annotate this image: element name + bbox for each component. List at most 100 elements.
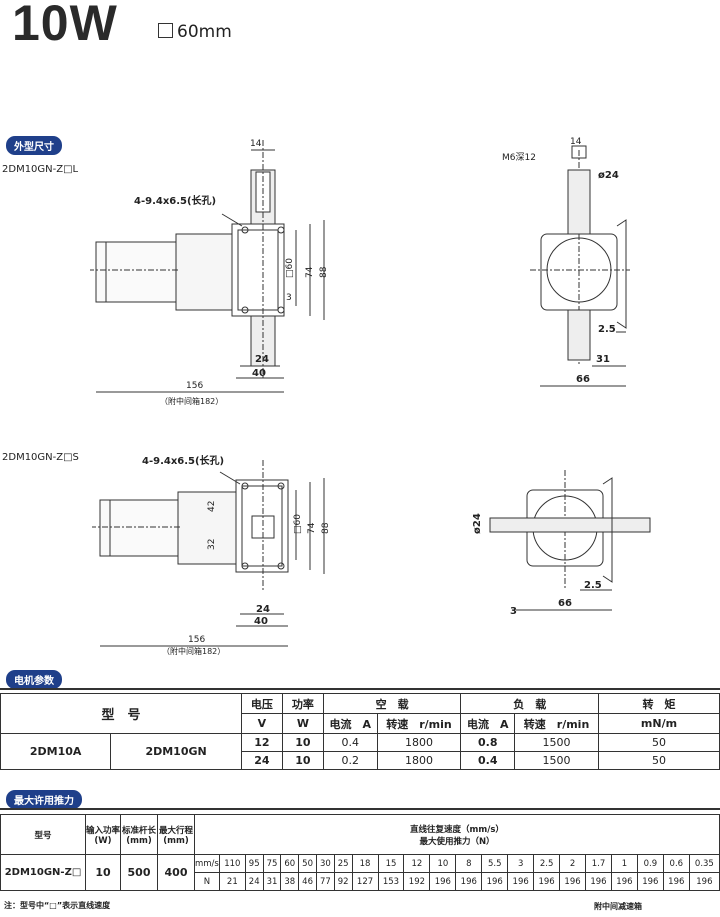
cell-n0: 1800 — [376, 733, 462, 752]
size-value: 60mm — [177, 22, 232, 42]
cell-i1: 0.8 — [460, 733, 516, 752]
force-cell: 196 — [559, 872, 587, 891]
speed-cell: 0.9 — [636, 854, 664, 873]
force-cell: 196 — [455, 872, 483, 891]
dim-88-s: 88 — [321, 522, 331, 534]
dim-156-s: 156 — [188, 635, 205, 645]
th-stroke: 标准杆长(mm) — [120, 814, 158, 855]
unit-speed: mm/s — [194, 854, 220, 873]
page-title: 10W — [12, 0, 118, 51]
thread-note: M6深12 — [502, 152, 536, 163]
dim-24-s: 24 — [256, 604, 270, 615]
h-load: 负 载 — [460, 693, 599, 714]
drawing-s: 4-9.4x6.5(长孔) 42 32 □60 74 88 24 40 156 … — [92, 454, 651, 656]
force-cell: 92 — [333, 872, 353, 891]
force-cell: 196 — [429, 872, 457, 891]
params-table: 型 号 电压 功率 空 载 负 载 转 矩 V W 电流 A 转速 r/min … — [0, 693, 720, 770]
dim-2-5-s: 2.5 — [584, 580, 602, 591]
section-max-thrust: 最大许用推力 — [6, 790, 82, 809]
speed-cell: 5.5 — [481, 854, 509, 873]
speed-cell: 95 — [244, 854, 264, 873]
th-model: 型号 — [0, 814, 86, 855]
dim-60: □60 — [285, 258, 295, 278]
th-speed-force: 直线往复速度（mm/s） 最大使用推力（N） — [194, 814, 720, 855]
h-speed1: 转速 r/min — [514, 713, 599, 734]
force-cell: 24 — [244, 872, 264, 891]
force-cell: 196 — [533, 872, 561, 891]
dim-3: 3 — [286, 293, 292, 303]
footnote: 注：型号中“□”表示直线速度 — [4, 901, 111, 910]
cell-w: 10 — [281, 733, 324, 752]
drawing-l: 14 4-9.4x6.5(长孔) □60 74 88 3 24 40 156 （… — [90, 137, 630, 406]
dim-74: 74 — [305, 266, 315, 278]
cell-v: 24 — [240, 751, 283, 770]
speed-cell: 0.35 — [688, 854, 720, 873]
speed-cell: 10 — [429, 854, 457, 873]
force-cell: 31 — [262, 872, 282, 891]
dim-60-s: □60 — [293, 514, 303, 534]
h-torque-unit: mN/m — [598, 713, 720, 734]
model-gn: 2DM10GN — [110, 733, 242, 770]
dim-40: 40 — [252, 368, 266, 379]
force-cell: 127 — [351, 872, 379, 891]
size-label: 60mm — [158, 22, 232, 42]
h-speed0: 转速 r/min — [376, 713, 462, 734]
dim-156: 156 — [186, 381, 203, 391]
table-row: 24 10 0.2 1800 0.4 1500 50 — [1, 751, 720, 770]
force-cell: 21 — [218, 872, 246, 891]
table-row: 2DM10A 2DM10GN 12 10 0.4 1800 0.8 1500 5… — [0, 733, 720, 770]
th-force: 最大使用推力（N） — [419, 836, 495, 847]
section-dimensions: 外型尺寸 — [6, 136, 62, 155]
speed-cell: 25 — [333, 854, 353, 873]
dim-2-5: 2.5 — [598, 324, 616, 335]
th-speed: 直线往复速度（mm/s） — [410, 824, 504, 835]
divider-2 — [0, 808, 720, 810]
speed-cell: 3 — [507, 854, 535, 873]
h-current0: 电流 A — [322, 713, 378, 734]
cell-n1: 1500 — [514, 751, 599, 770]
section-motor-params: 电机参数 — [6, 670, 62, 689]
cell-t: 50 — [598, 733, 720, 752]
force-cell: 196 — [688, 872, 720, 891]
h-voltage-unit: V — [240, 713, 283, 734]
speed-cell: 75 — [262, 854, 282, 873]
speed-cell: 30 — [315, 854, 335, 873]
speed-cell: 1 — [610, 854, 638, 873]
dim-31: 31 — [596, 354, 610, 365]
hole-note-l: 4-9.4x6.5(长孔) — [134, 194, 216, 207]
hole-note-s: 4-9.4x6.5(长孔) — [142, 454, 224, 467]
cell-n0: 1800 — [376, 751, 462, 770]
force-cell: 196 — [481, 872, 509, 891]
th-input: 输入功率(W) — [85, 814, 121, 855]
speed-cell: 15 — [377, 854, 405, 873]
force-cell: 38 — [280, 872, 300, 891]
dim-88: 88 — [319, 266, 329, 278]
force-cell: 196 — [507, 872, 535, 891]
speed-cell: 12 — [403, 854, 431, 873]
force-cell: 192 — [403, 872, 431, 891]
dim-note-s: （附中间箱182） — [162, 646, 225, 656]
th-max: 最大行程(mm) — [157, 814, 195, 855]
h-voltage: 电压 — [240, 693, 283, 714]
dim-40-s: 40 — [254, 616, 268, 627]
speed-cell: 8 — [455, 854, 483, 873]
dim-14: 14 — [250, 139, 262, 149]
h-power: 功率 — [281, 693, 324, 714]
model-label-l: 2DM10GN-Z□L — [2, 164, 79, 175]
dim-66: 66 — [576, 374, 590, 385]
model-a: 2DM10A — [0, 733, 112, 770]
speed-cell: 18 — [351, 854, 379, 873]
t-input: 10 — [85, 854, 121, 891]
footnote-2: 附中间减速箱 — [594, 902, 642, 911]
dim-24: 24 — [255, 354, 269, 365]
t-maxtravel: 400 — [157, 854, 195, 891]
dim-dia24-s: ø24 — [472, 513, 483, 534]
dim-note: （附中间箱182） — [160, 396, 223, 406]
h-noload: 空 载 — [322, 693, 462, 714]
force-cell: 196 — [636, 872, 664, 891]
force-cell: 196 — [662, 872, 690, 891]
t-stroke: 500 — [120, 854, 158, 891]
speed-cell: 60 — [280, 854, 300, 873]
